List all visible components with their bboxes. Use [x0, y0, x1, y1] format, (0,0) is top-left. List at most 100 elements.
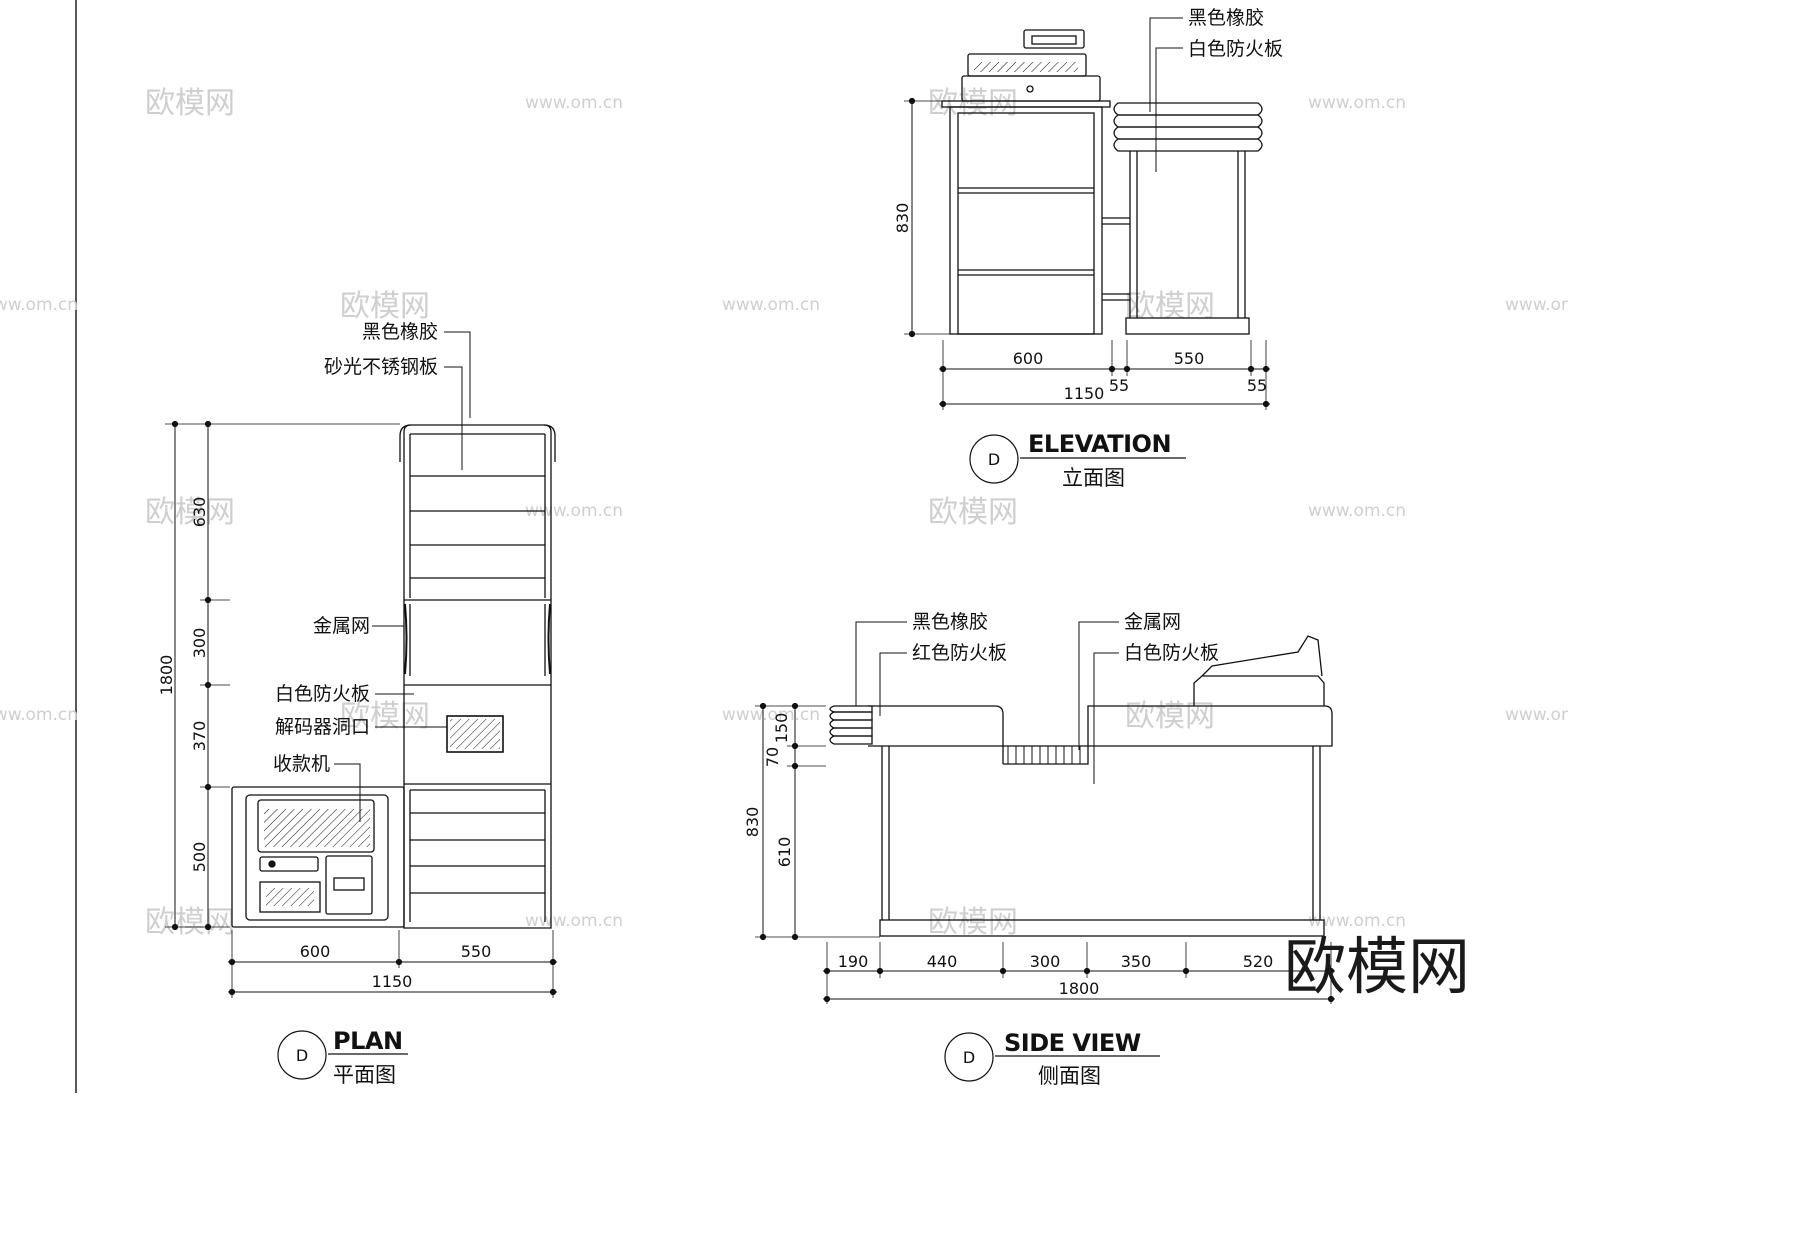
- watermark-url: www.om.cn: [722, 705, 820, 725]
- watermark-url: www.om.cn: [722, 295, 820, 315]
- plan-marker: D: [296, 1046, 308, 1065]
- plan-cash-register-box: [231, 786, 405, 928]
- side-dim-70: 70: [763, 747, 782, 767]
- plan-dimension-text: 630 300 370 500 1800 600 550 1150: [157, 497, 491, 991]
- side-dim-150: 150: [772, 713, 791, 744]
- watermark-logo: 欧模网: [145, 86, 235, 121]
- plan-cash-register: [245, 794, 389, 921]
- plan-dim-500: 500: [190, 842, 209, 873]
- watermark-url: www.om.cn: [0, 705, 78, 725]
- watermark-logo: 欧模网: [340, 289, 430, 324]
- side-dim-610: 610: [775, 837, 794, 868]
- label-black-rubber: 黑色橡胶: [1188, 7, 1264, 29]
- label-black-rubber: 黑色橡胶: [912, 611, 988, 633]
- plan-title-en: PLAN: [333, 1027, 403, 1055]
- label-red-fireboard: 红色防火板: [912, 642, 1007, 664]
- elevation-dim-550: 550: [1174, 349, 1205, 368]
- watermark-url: www.om.cn: [1308, 911, 1406, 931]
- elevation-dim-55-right: 55: [1247, 376, 1267, 395]
- plan-dim-550: 550: [461, 942, 492, 961]
- label-cash-register: 收款机: [273, 753, 330, 775]
- side-title-zh: 侧面图: [1038, 1064, 1101, 1088]
- plan-rubber-edge: [399, 424, 412, 462]
- plan-annotations: 黑色橡胶 砂光不锈钢板 金属网 白色防火板 解码器洞口 收款机: [273, 321, 471, 822]
- plan-view: [231, 424, 556, 929]
- side-dim-440: 440: [927, 952, 958, 971]
- plan-dimensions: [165, 420, 557, 998]
- watermark-logo: 欧模网: [928, 86, 1018, 121]
- side-metal-mesh: [1007, 746, 1081, 764]
- elevation-dimensions: [904, 97, 1270, 410]
- label-decoder-opening: 解码器洞口: [275, 716, 370, 738]
- watermark-logo: 欧模网: [1125, 699, 1215, 734]
- elevation-title-block: D ELEVATION 立面图: [969, 430, 1186, 490]
- plan-dim-overall-width: 1150: [372, 972, 413, 991]
- elevation-dimension-text: 830 600 550 55 55 1150: [893, 203, 1267, 403]
- elevation-annotations: 黑色橡胶 白色防火板: [1149, 7, 1283, 172]
- side-dim-overall-height: 830: [743, 807, 762, 838]
- elevation-dim-overall-width: 1150: [1064, 384, 1105, 403]
- side-dim-190: 190: [838, 952, 869, 971]
- elevation-title-en: ELEVATION: [1028, 430, 1171, 458]
- side-dim-520: 520: [1243, 952, 1274, 971]
- side-rubber-edge: [829, 705, 873, 713]
- watermark-url: www.om.cn: [0, 295, 78, 315]
- cad-drawing-sheet: 欧模网 www.om.cn 欧模网 www.om.cn www.om.cn 欧模…: [0, 0, 1568, 1093]
- label-black-rubber: 黑色橡胶: [362, 321, 438, 343]
- watermark-logo: 欧模网: [145, 495, 235, 530]
- side-dim-300: 300: [1030, 952, 1061, 971]
- label-metal-mesh: 金属网: [1124, 611, 1181, 633]
- elevation-view: [941, 29, 1263, 335]
- watermark-logo: 欧模网: [928, 495, 1018, 530]
- plan-dim-300: 300: [190, 628, 209, 659]
- plan-dim-370: 370: [190, 721, 209, 752]
- watermark-url: www.om.cn: [1505, 295, 1568, 315]
- side-marker: D: [963, 1048, 975, 1067]
- label-stainless-panel: 砂光不锈钢板: [324, 356, 438, 378]
- watermark-logo: 欧模网: [928, 905, 1018, 940]
- watermark-url: www.om.cn: [525, 911, 623, 931]
- elevation-dim-600: 600: [1013, 349, 1044, 368]
- elevation-marker-circle: [969, 434, 1019, 484]
- watermark-url: www.om.cn: [1308, 93, 1406, 113]
- side-dimensions: [755, 702, 1335, 1004]
- plan-title-block: D PLAN 平面图: [277, 1027, 408, 1087]
- side-dimension-text: 150 70 610 830 190 440 300 350 520 1800: [743, 713, 1273, 998]
- side-marker-circle: [944, 1032, 994, 1082]
- watermark-logo: 欧模网: [1125, 289, 1215, 324]
- side-dim-overall-width: 1800: [1059, 979, 1100, 998]
- elevation-rubber-edge: [1113, 102, 1263, 116]
- watermark-url: www.om.cn: [525, 501, 623, 521]
- watermark-url: www.om.cn: [1308, 501, 1406, 521]
- plan-metal-mesh: [547, 603, 551, 675]
- plan-dim-630: 630: [190, 497, 209, 528]
- side-annotations: 黑色橡胶 红色防火板 金属网 白色防火板: [855, 611, 1219, 784]
- label-white-fireboard: 白色防火板: [275, 683, 370, 705]
- side-cash-register: [1193, 675, 1325, 706]
- side-view: [829, 635, 1333, 937]
- label-metal-mesh: 金属网: [313, 615, 370, 637]
- plan-dim-overall-height: 1800: [157, 655, 176, 696]
- elevation-dim-55-left: 55: [1109, 376, 1129, 395]
- watermark-logo: 欧模网: [340, 699, 430, 734]
- elevation-cabinet: [949, 106, 1103, 335]
- plan-title-zh: 平面图: [333, 1063, 396, 1087]
- side-dim-350: 350: [1121, 952, 1152, 971]
- label-white-fireboard: 白色防火板: [1188, 38, 1283, 60]
- side-title-block: D SIDE VIEW 侧面图: [944, 1029, 1160, 1088]
- elevation-marker: D: [988, 450, 1000, 469]
- plan-dim-600: 600: [300, 942, 331, 961]
- plan-metal-mesh: [404, 603, 408, 675]
- elevation-dim-830: 830: [893, 203, 912, 234]
- watermark-logo: 欧模网: [145, 905, 235, 940]
- plan-decoder-opening: [446, 715, 504, 753]
- plan-marker-circle: [277, 1030, 327, 1080]
- side-title-en: SIDE VIEW: [1004, 1029, 1141, 1057]
- watermark-layer: 欧模网 www.om.cn 欧模网 www.om.cn www.om.cn 欧模…: [0, 86, 1568, 940]
- brand-logo: 欧模网: [1284, 930, 1470, 1003]
- watermark-url: www.om.cn: [525, 93, 623, 113]
- plan-rubber-edge: [543, 424, 556, 462]
- watermark-url: www.om.cn: [1505, 705, 1568, 725]
- elevation-title-zh: 立面图: [1062, 466, 1125, 490]
- label-white-fireboard: 白色防火板: [1124, 642, 1219, 664]
